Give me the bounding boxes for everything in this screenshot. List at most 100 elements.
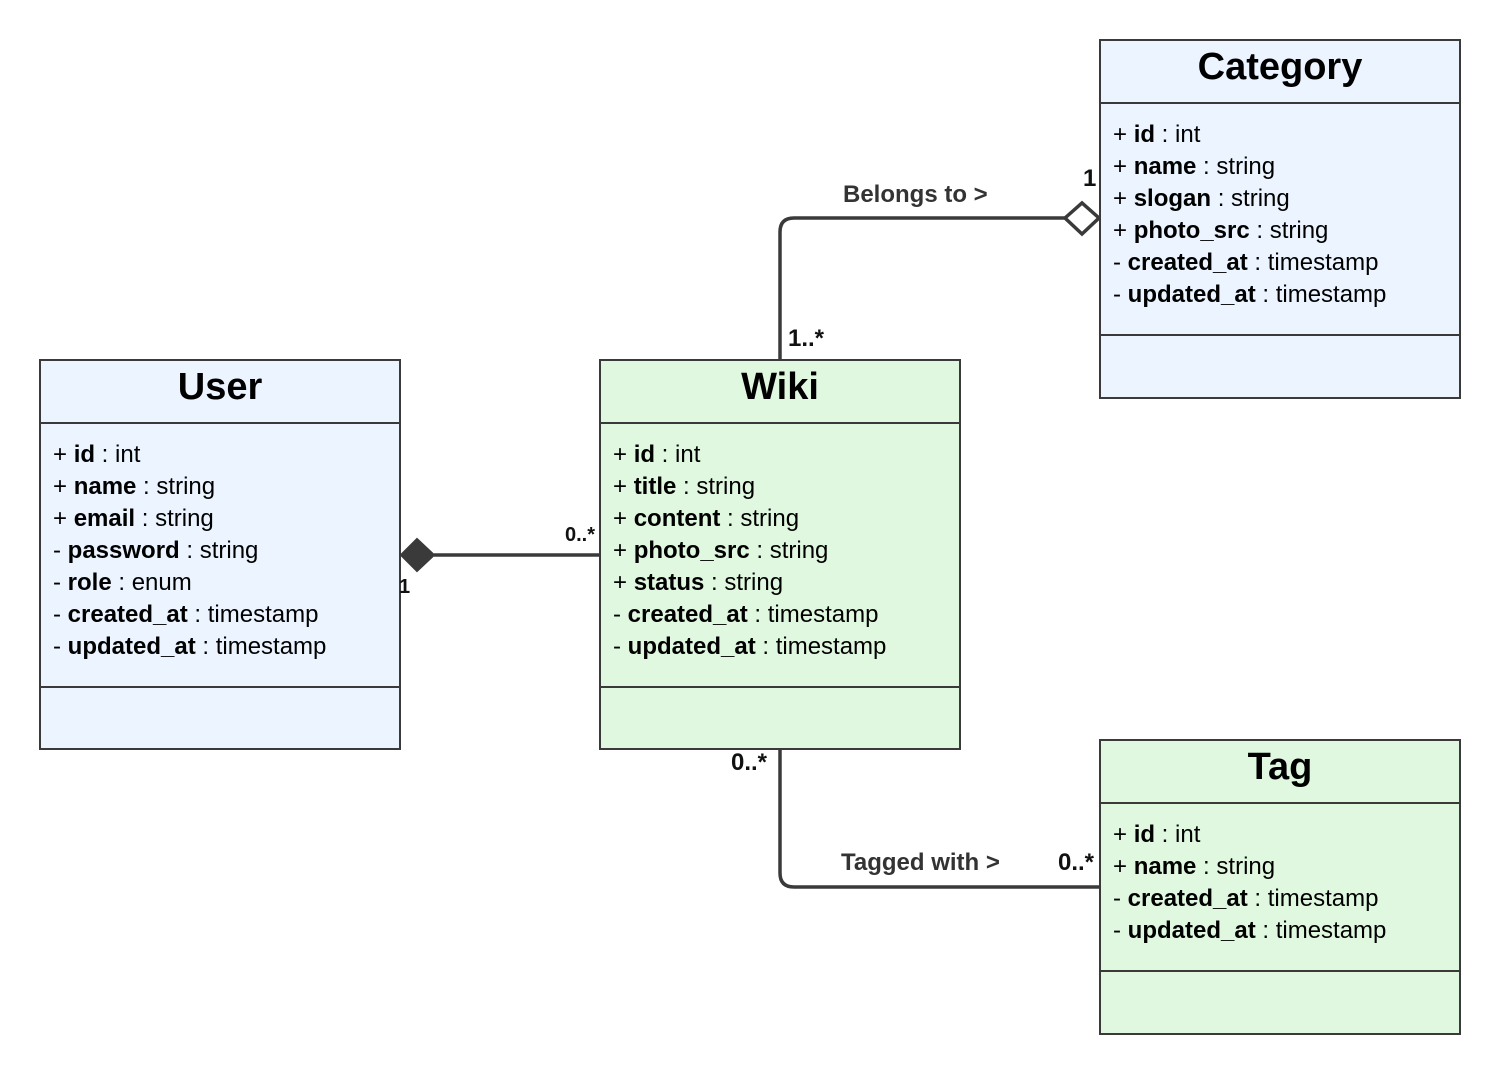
attribute-row: + photo_src : string	[613, 537, 829, 564]
attribute-name: id	[633, 441, 656, 468]
attribute-visibility: -	[53, 537, 61, 564]
attribute-row: + slogan : string	[1113, 185, 1290, 212]
attribute-row: + title : string	[613, 473, 756, 500]
attribute-type: int	[675, 441, 701, 468]
attribute-type: string	[155, 505, 214, 532]
attribute-row: + content : string	[613, 505, 800, 532]
attribute-type: string	[199, 537, 259, 564]
attribute-name: id	[1133, 821, 1156, 848]
attribute-visibility: -	[1113, 281, 1121, 308]
attribute-name: updated_at	[1127, 917, 1256, 944]
class-category-name: Category	[1101, 41, 1459, 104]
attribute-row: - created_at : timestamp	[53, 601, 319, 628]
attribute-name: photo_src	[1133, 217, 1250, 244]
attribute-name: email	[73, 505, 136, 532]
attribute-visibility: -	[1113, 885, 1121, 912]
attribute-row: + email : string	[53, 505, 214, 532]
attribute-row: + photo_src : string	[1113, 217, 1329, 244]
attribute-type: string	[769, 537, 829, 564]
attribute-type: string	[696, 473, 756, 500]
attribute-name: id	[1133, 121, 1156, 148]
multiplicity-tag-side: 0..*	[1058, 849, 1095, 876]
class-tag-attributes: + id : int + name : string - created_at : …	[1101, 804, 1459, 972]
attribute-row: + id : int	[53, 441, 141, 468]
attribute-type: string	[1269, 217, 1329, 244]
multiplicity-wiki-side-user: 0..*	[565, 524, 596, 546]
attribute-row: + id : int	[613, 441, 701, 468]
attribute-type: timestamp	[1275, 281, 1387, 308]
attribute-type: timestamp	[1275, 917, 1387, 944]
class-wiki-name: Wiki	[601, 361, 959, 424]
attribute-name: updated_at	[67, 633, 196, 660]
attribute-visibility: +	[53, 505, 68, 532]
attribute-name: title	[633, 473, 677, 500]
attribute-visibility: +	[613, 473, 628, 500]
class-tag[interactable]: Tag + id : int + name : string - created_a…	[1099, 739, 1461, 1035]
relation-label-tagged-with: Tagged with >	[841, 849, 1000, 876]
composition-diamond-icon	[399, 537, 436, 573]
attribute-type: timestamp	[1267, 885, 1379, 912]
multiplicity-category-side: 1	[1083, 165, 1097, 192]
attribute-name: password	[67, 537, 180, 564]
attribute-visibility: -	[53, 601, 61, 628]
attribute-visibility: +	[1113, 185, 1128, 212]
attribute-visibility: -	[613, 601, 621, 628]
attribute-visibility: +	[53, 473, 68, 500]
attribute-row: - updated_at : timestamp	[1113, 281, 1387, 308]
attribute-name: name	[73, 473, 137, 500]
attribute-row: - created_at : timestamp	[1113, 249, 1379, 276]
attribute-visibility: +	[613, 505, 628, 532]
attribute-type: string	[1231, 185, 1290, 212]
attribute-visibility: +	[613, 537, 628, 564]
attribute-row: + id : int	[1113, 821, 1201, 848]
attribute-type: string	[1216, 153, 1276, 180]
attribute-name: photo_src	[633, 537, 750, 564]
attribute-type: string	[740, 505, 800, 532]
attribute-name: slogan	[1133, 185, 1212, 212]
class-wiki-attributes: + id : int + title : string + content : st…	[601, 424, 959, 688]
attribute-visibility: +	[1113, 153, 1128, 180]
attribute-name: updated_at	[627, 633, 756, 660]
wiki-category-connector	[778, 216, 1065, 360]
attribute-type: timestamp	[215, 633, 327, 660]
attribute-visibility: +	[1113, 121, 1128, 148]
attribute-row: + name : string	[1113, 853, 1276, 880]
attribute-row: - password : string	[53, 537, 259, 564]
attribute-row: - created_at : timestamp	[613, 601, 879, 628]
attribute-row: + status : string	[613, 569, 784, 596]
attribute-name: created_at	[1127, 885, 1248, 912]
class-tag-name: Tag	[1101, 741, 1459, 804]
attribute-visibility: -	[1113, 249, 1121, 276]
attribute-name: content	[633, 505, 721, 532]
attribute-type: enum	[131, 569, 192, 596]
attribute-row: + name : string	[1113, 153, 1276, 180]
attribute-visibility: -	[1113, 917, 1121, 944]
class-category-attributes: + id : int + name : string + slogan : stri…	[1101, 104, 1459, 336]
attribute-visibility: -	[53, 569, 61, 596]
relation-label-belongs-to: Belongs to >	[843, 181, 988, 208]
multiplicity-wiki-side-category: 1..*	[788, 325, 825, 352]
attribute-visibility: -	[613, 633, 621, 660]
attribute-visibility: -	[53, 633, 61, 660]
aggregation-diamond-icon	[1062, 200, 1102, 237]
attribute-row: + name : string	[53, 473, 216, 500]
attribute-visibility: +	[1113, 217, 1128, 244]
attribute-visibility: +	[613, 569, 628, 596]
attribute-name: id	[73, 441, 96, 468]
attribute-row: - created_at : timestamp	[1113, 885, 1379, 912]
attribute-row: - updated_at : timestamp	[1113, 917, 1387, 944]
wiki-tag-connector	[778, 750, 1100, 889]
attribute-type: timestamp	[775, 633, 887, 660]
class-category[interactable]: Category + id : int+ name : string+ slog…	[1099, 39, 1461, 399]
attribute-name: name	[1133, 153, 1197, 180]
attribute-row: + id : int	[1113, 121, 1201, 148]
class-wiki[interactable]: Wiki + id : int+ title : string+ content…	[599, 359, 961, 750]
attribute-type: timestamp	[207, 601, 319, 628]
class-user[interactable]: User + id : int+ name : string+ email : …	[39, 359, 401, 750]
attribute-name: status	[633, 569, 705, 596]
attribute-name: created_at	[627, 601, 748, 628]
attribute-name: role	[67, 569, 112, 596]
attribute-type: string	[724, 569, 784, 596]
attribute-visibility: +	[1113, 821, 1128, 848]
attribute-type: timestamp	[1267, 249, 1379, 276]
